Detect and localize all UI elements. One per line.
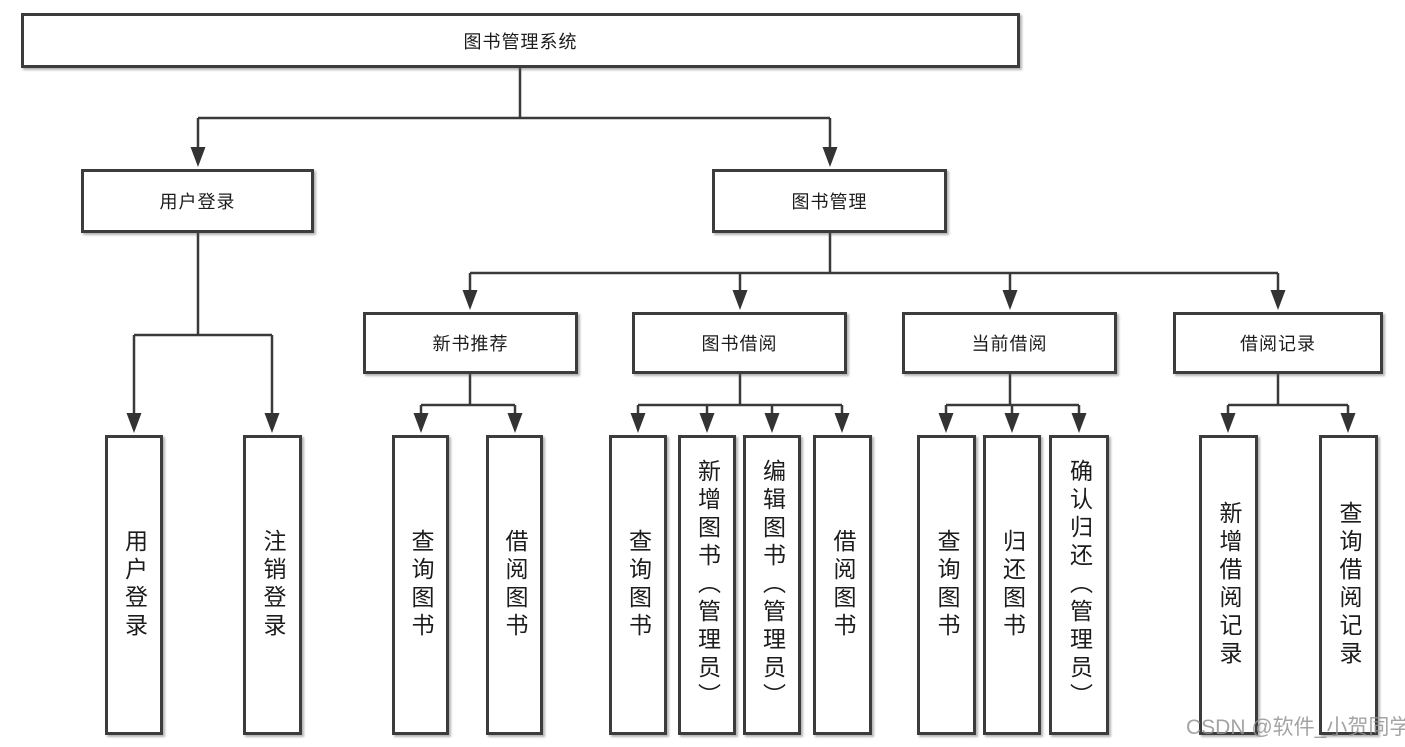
- leaf-add-books-admin-label: 新增图书（管理员）: [694, 459, 721, 711]
- node-new-book-recommend: 新书推荐: [363, 312, 578, 374]
- leaf-return-books: 归还图书: [983, 435, 1041, 735]
- leaf-query-books-3-label: 查询图书: [934, 529, 960, 641]
- leaf-query-books-2: 查询图书: [609, 435, 667, 735]
- node-book-management: 图书管理: [712, 169, 947, 233]
- leaf-return-books-label: 归还图书: [999, 529, 1026, 641]
- node-book-borrow-label: 图书借阅: [701, 334, 778, 354]
- leaf-add-borrow-record: 新增借阅记录: [1199, 435, 1258, 735]
- leaf-query-books-1: 查询图书: [392, 435, 449, 735]
- leaf-user-login-label: 用户登录: [121, 529, 148, 641]
- leaf-confirm-return-admin: 确认归还（管理员）: [1049, 435, 1109, 735]
- node-current-borrow-label: 当前借阅: [971, 334, 1048, 354]
- leaf-borrow-books-1-label: 借阅图书: [502, 529, 528, 641]
- node-new-book-recommend-label: 新书推荐: [432, 334, 509, 354]
- leaf-add-books-admin: 新增图书（管理员）: [678, 435, 736, 735]
- leaf-query-books-1-label: 查询图书: [408, 529, 434, 641]
- leaf-user-login: 用户登录: [105, 435, 163, 735]
- node-root: 图书管理系统: [21, 13, 1020, 68]
- leaf-borrow-books-2: 借阅图书: [813, 435, 872, 735]
- leaf-edit-books-admin-label: 编辑图书（管理员）: [759, 459, 786, 711]
- leaf-borrow-books-1: 借阅图书: [486, 435, 543, 735]
- node-user-login: 用户登录: [81, 169, 314, 233]
- leaf-add-borrow-record-label: 新增借阅记录: [1216, 501, 1242, 669]
- node-book-management-label: 图书管理: [791, 192, 868, 212]
- leaf-borrow-books-2-label: 借阅图书: [830, 529, 856, 641]
- leaf-query-borrow-record-label: 查询借阅记录: [1336, 501, 1362, 669]
- node-root-label: 图书管理系统: [463, 31, 578, 52]
- leaf-confirm-return-admin-label: 确认归还（管理员）: [1066, 459, 1093, 711]
- node-borrow-records-label: 借阅记录: [1240, 334, 1316, 354]
- leaf-query-books-3: 查询图书: [917, 435, 976, 735]
- node-user-login-label: 用户登录: [159, 192, 236, 212]
- node-current-borrow: 当前借阅: [902, 312, 1117, 374]
- arrowheads: [126, 147, 1356, 433]
- csdn-watermark: CSDN @软件_小贺同学: [1186, 716, 1405, 739]
- leaf-logout: 注销登录: [243, 435, 302, 735]
- node-book-borrow: 图书借阅: [632, 312, 847, 374]
- leaf-logout-label: 注销登录: [260, 529, 286, 641]
- leaf-query-borrow-record: 查询借阅记录: [1319, 435, 1378, 735]
- leaf-edit-books-admin: 编辑图书（管理员）: [743, 435, 801, 735]
- node-borrow-records: 借阅记录: [1173, 312, 1383, 374]
- leaf-query-books-2-label: 查询图书: [625, 529, 652, 641]
